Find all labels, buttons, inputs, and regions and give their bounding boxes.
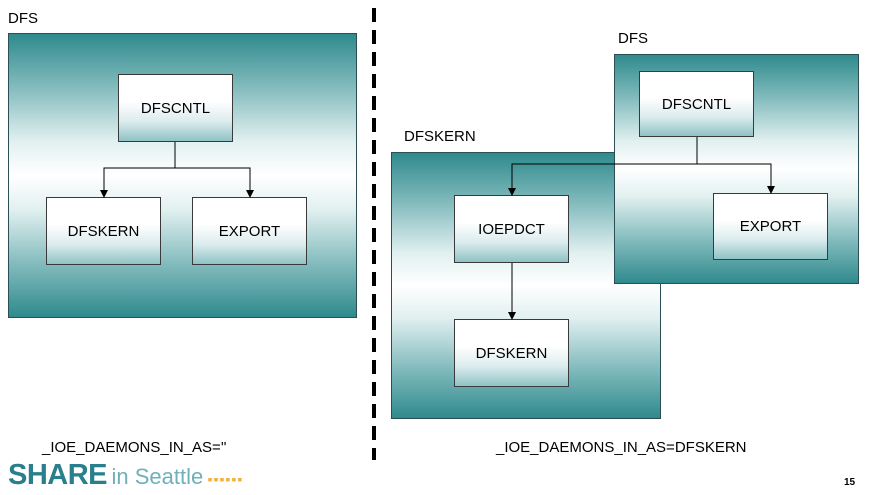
left-dfs-container [8,33,357,318]
footer-location: in Seattle [111,464,204,489]
left-connector-trunk [100,142,176,198]
right-connector-branch [697,163,775,194]
left-container-label: DFS [8,10,38,27]
left-connector-branch [175,167,254,198]
footer-logo: SHARE in Seattle ▪▪▪▪▪▪ [8,459,243,492]
dashed-divider [372,8,376,460]
right-ioepdct-box: IOEPDCT [454,195,569,263]
left-export-box: EXPORT [192,197,307,265]
right-dfskern-label: DFSKERN [404,128,476,145]
left-dfscntl-box: DFSCNTL [118,74,233,142]
left-setting-text: _IOE_DAEMONS_IN_AS='' [42,439,227,456]
page-number: 15 [844,477,856,488]
footer-dots: ▪▪▪▪▪▪ [207,471,244,487]
right-export-box: EXPORT [713,193,828,260]
left-dfskern-box: DFSKERN [46,197,161,265]
right-dfscntl-box: DFSCNTL [639,71,754,137]
right-setting-text: _IOE_DAEMONS_IN_AS=DFSKERN [496,439,747,456]
right-dfskern-box: DFSKERN [454,319,569,387]
right-dfs-label: DFS [618,30,648,47]
right-connector-trunk [508,137,698,196]
footer-brand: SHARE [8,459,108,491]
